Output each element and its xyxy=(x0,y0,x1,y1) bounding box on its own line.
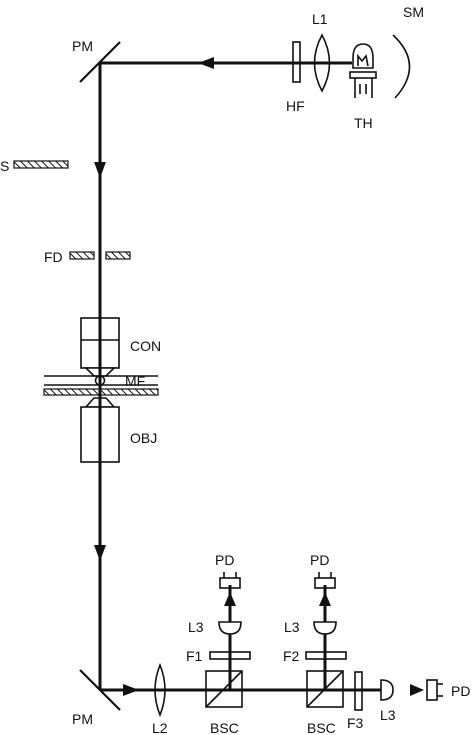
label-obj: OBJ xyxy=(130,430,157,446)
label-s: S xyxy=(0,158,9,174)
lens-l3-right: L3 xyxy=(380,679,396,723)
filter-f3: F3 xyxy=(347,671,364,731)
label-l2: L2 xyxy=(152,720,168,735)
collector-lens-l1: L1 xyxy=(312,11,331,93)
shutter-s: S xyxy=(0,158,69,174)
condenser-con: CON xyxy=(80,317,161,377)
field-diaphragm-fd: FD xyxy=(44,249,131,265)
label-sm: SM xyxy=(403,4,424,20)
arrow-down-lower xyxy=(94,545,106,561)
tungsten-halogen-lamp: TH xyxy=(349,43,377,131)
label-th: TH xyxy=(354,115,373,131)
filter-f2: F2 xyxy=(283,648,347,664)
photodiode-mid: PD xyxy=(310,552,336,589)
label-f3: F3 xyxy=(347,715,364,731)
plane-mirror-bottom: PM xyxy=(72,669,121,727)
label-pd-right: PD xyxy=(451,683,470,699)
plane-mirror-top: PM xyxy=(72,38,121,83)
lens-l2: L2 xyxy=(150,662,170,735)
label-con: CON xyxy=(130,338,161,354)
label-pm-top: PM xyxy=(72,38,93,54)
label-f1: F1 xyxy=(186,648,203,664)
photodiode-right: PD xyxy=(426,679,470,701)
label-fd: FD xyxy=(44,249,63,265)
label-mf: MF xyxy=(125,373,145,389)
beam-arrows xyxy=(94,57,424,696)
filter-f1: F1 xyxy=(186,648,251,664)
label-bsc-left: BSC xyxy=(210,720,239,735)
label-l1: L1 xyxy=(312,11,328,27)
objective-obj: OBJ xyxy=(80,397,157,463)
arrow-up-left-detector xyxy=(224,592,236,606)
heat-filter-hf: HF xyxy=(286,41,305,114)
photodiode-left: PD xyxy=(215,552,241,589)
label-f2: F2 xyxy=(283,648,300,664)
label-hf: HF xyxy=(286,98,305,114)
label-bsc-right: BSC xyxy=(307,720,336,735)
lens-l3-left: L3 xyxy=(188,619,242,635)
label-l3-left: L3 xyxy=(188,619,204,635)
label-pd-left: PD xyxy=(215,552,234,568)
arrow-left-top xyxy=(198,57,214,69)
arrow-down-upper xyxy=(94,162,106,178)
lens-l3-mid: L3 xyxy=(284,619,337,635)
arrow-right-detector xyxy=(410,684,424,696)
label-pd-mid: PD xyxy=(310,552,329,568)
label-l3-mid: L3 xyxy=(284,619,300,635)
label-pm-bottom: PM xyxy=(72,711,93,727)
beam-splitter-cube-right: BSC xyxy=(306,670,344,735)
arrow-right-bottom xyxy=(123,684,139,696)
label-l3-right: L3 xyxy=(380,707,396,723)
spherical-mirror: SM xyxy=(392,4,424,99)
beam-splitter-cube-left: BSC xyxy=(205,670,243,735)
arrow-up-mid-detector xyxy=(319,592,331,606)
